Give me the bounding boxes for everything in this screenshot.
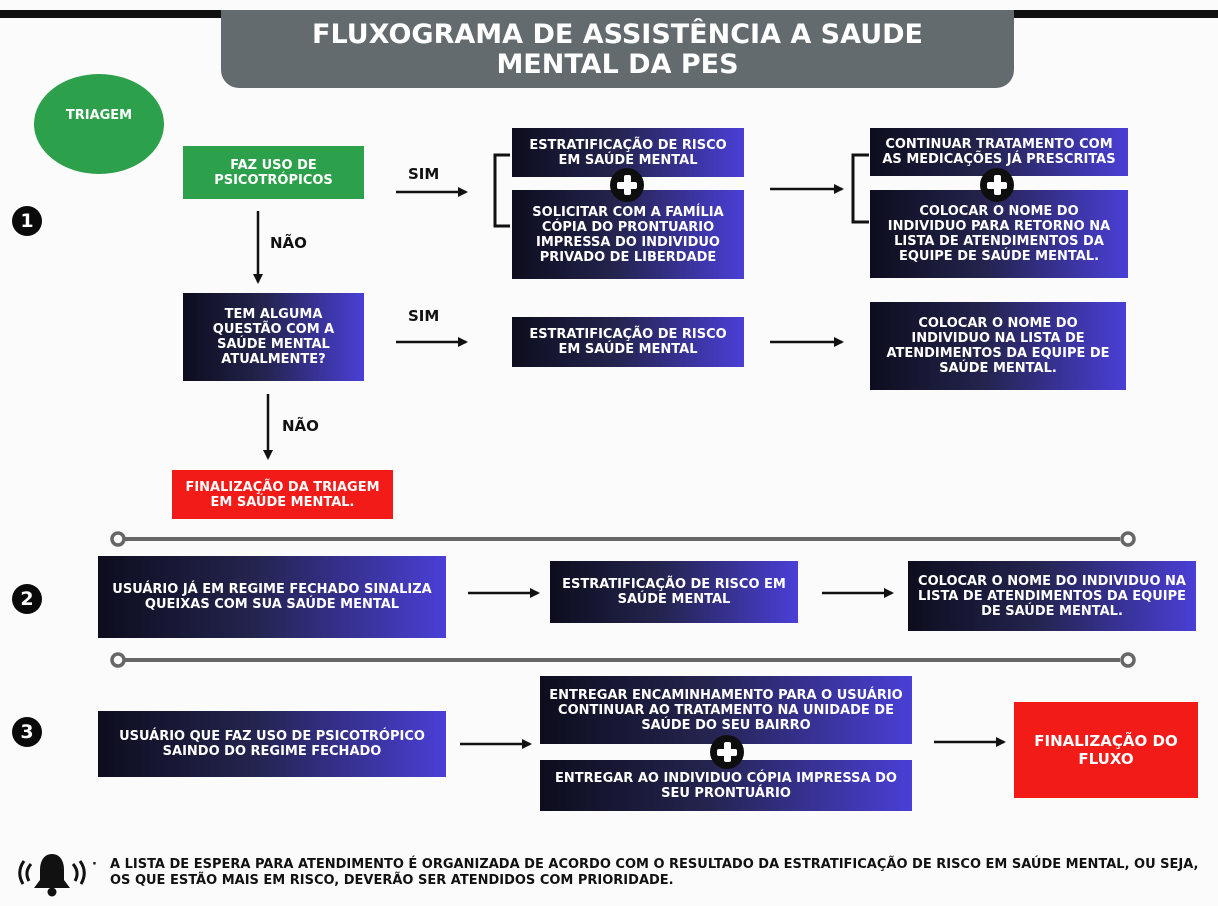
triagem-label: TRIAGEM <box>65 107 133 123</box>
triagem-circle: TRIAGEM <box>34 74 164 174</box>
divider-1-left-knob <box>110 531 126 547</box>
bullet-dot: · <box>92 857 97 872</box>
s2-end-box: COLOCAR O NOME DO INDIVIDUO NA LISTA DE … <box>908 561 1196 631</box>
divider-2-right-knob <box>1120 652 1136 668</box>
q2-yes-stratification-box: ESTRATIFICAÇÃO DE RISCO EM SAÚDE MENTAL <box>512 317 744 367</box>
bell-icon <box>18 854 86 897</box>
bracket-q1-yes <box>493 153 510 228</box>
plus-icon <box>980 168 1014 202</box>
plus-icon <box>610 168 644 202</box>
bracket-q1-result <box>851 153 869 224</box>
triage-end-box: FINALIZAÇÃO DA TRIAGEM EM SAÚDE MENTAL. <box>172 470 393 519</box>
plus-icon <box>710 735 744 769</box>
s2-start-box: USUÁRIO JÁ EM REGIME FECHADO SINALIZA QU… <box>98 556 446 638</box>
step-badge-2: 2 <box>12 584 42 614</box>
label-nao-1: NÃO <box>270 234 307 252</box>
s2-stratification-box: ESTRATIFICAÇÃO DE RISCO EM SAÚDE MENTAL <box>550 561 798 623</box>
flow-end-box: FINALIZAÇÃO DO FLUXO <box>1014 702 1198 798</box>
q1-return-list-box: COLOCAR O NOME DO INDIVIDUO PARA RETORNO… <box>870 190 1128 278</box>
title-line-2: MENTAL DA PES <box>496 49 739 80</box>
q1-continue-treatment-box: CONTINUAR TRATAMENTO COM AS MEDICAÇÕES J… <box>870 128 1128 176</box>
label-sim-2: SIM <box>408 307 440 325</box>
q2-result-box: COLOCAR O NOME DO INDIVIDUO NA LISTA DE … <box>870 302 1126 390</box>
label-sim-1: SIM <box>408 165 440 183</box>
label-nao-2: NÃO <box>282 417 319 435</box>
s3-referral-box: ENTREGAR ENCAMINHAMENTO PARA O USUÁRIO C… <box>540 676 912 744</box>
s3-start-box: USUÁRIO QUE FAZ USO DE PSICOTRÓPICO SAIN… <box>98 711 446 777</box>
step-badge-3: 3 <box>12 717 42 747</box>
divider-2-left-knob <box>110 652 126 668</box>
q1-yes-request-copy-box: SOLICITAR COM A FAMÍLIA CÓPIA DO PRONTUA… <box>512 190 744 279</box>
step-badge-1: 1 <box>12 206 42 236</box>
footer-note: A LISTA DE ESPERA PARA ATENDIMENTO É ORG… <box>110 857 1199 888</box>
page-title: FLUXOGRAMA DE ASSISTÊNCIA A SAUDE MENTAL… <box>221 10 1014 88</box>
title-line-1: FLUXOGRAMA DE ASSISTÊNCIA A SAUDE <box>312 19 923 50</box>
q1-box: FAZ USO DE PSICOTRÓPICOS <box>183 146 364 199</box>
q2-box: TEM ALGUMA QUESTÃO COM A SAÚDE MENTAL AT… <box>183 293 364 381</box>
divider-1-right-knob <box>1120 531 1136 547</box>
